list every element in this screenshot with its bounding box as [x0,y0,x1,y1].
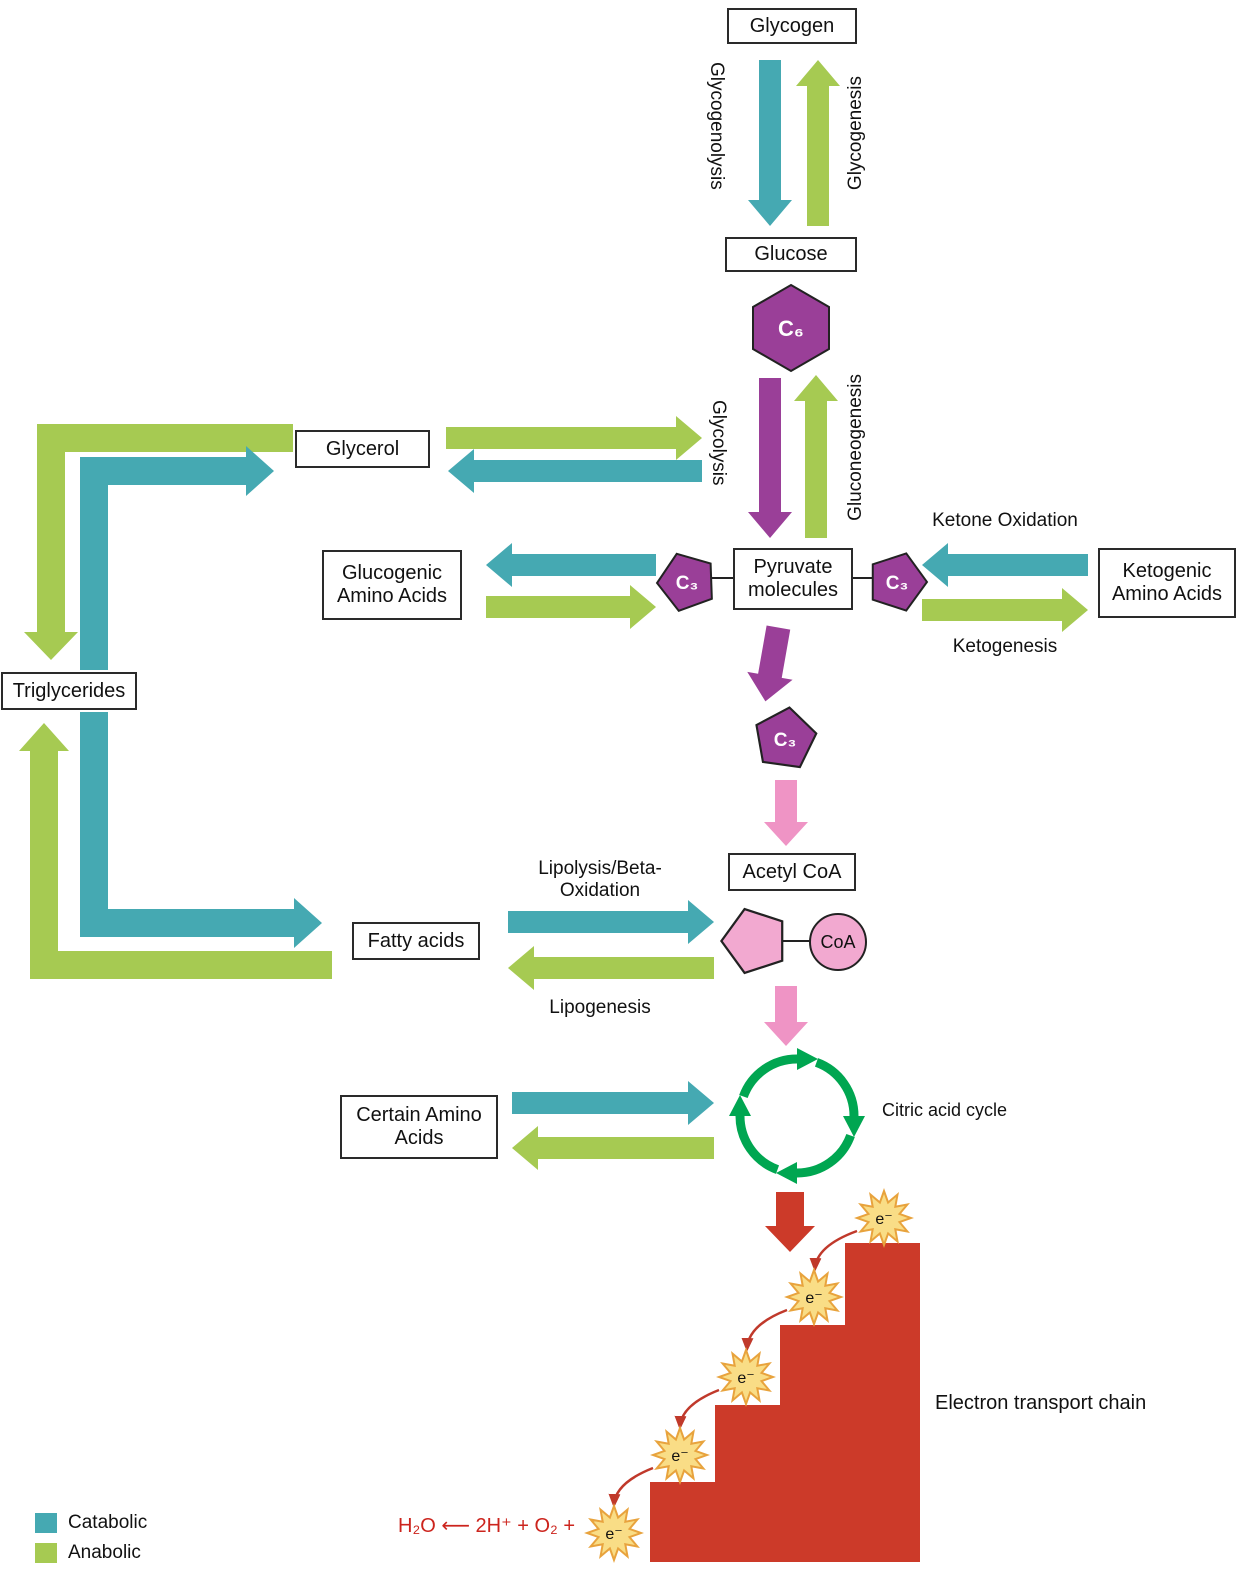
certain-amino-acids-node: Certain Amino Acids [340,1095,498,1159]
glucogenic-to-pyruvate-arrow [486,585,656,629]
lipogenesis-label: Lipogenesis [549,997,651,1018]
c3-left-label: C₃ [676,573,699,594]
citric-arrowhead-4 [729,1095,751,1116]
glycerol-to-triglycerides-arrow [24,424,293,660]
legend-anabolic-label: Anabolic [68,1542,141,1563]
pyruvate-to-glucogenic-arrow [486,543,656,587]
fatty-acids-node: Fatty acids [352,922,480,960]
amino-acids-to-citric-arrow [512,1081,714,1125]
coa-label: CoA [820,932,855,952]
ketogenic-amino-acids-node: Ketogenic Amino Acids [1098,548,1236,618]
to-glycerol-arrow [448,449,702,493]
citric-to-etc-arrow [765,1192,815,1252]
glycogenesis-arrow [796,60,840,226]
anabolic-swatch [35,1543,57,1563]
glucogenic-amino-acids-node: Glucogenic Amino Acids [322,550,462,620]
citric-arc-4 [735,1115,780,1174]
citric-arc-3 [796,1133,855,1178]
acetyl-pentagon [720,907,784,975]
triglycerides-to-fatty-acids-arrow [80,712,322,948]
glycogenesis-label: Glycogenesis [845,76,866,191]
electron-label-3: e⁻ [737,1370,754,1387]
gluconeogenesis-label: Gluconeogenesis [845,374,866,521]
electron-curve-2 [741,1308,788,1352]
citric-acid-cycle-label: Citric acid cycle [882,1100,1008,1120]
c6-label: C₆ [778,316,804,341]
ketone-oxidation-label: Ketone Oxidation [932,510,1078,531]
c3-right-label: C₃ [886,573,909,594]
electron-label-2: e⁻ [805,1290,822,1307]
pyruvate-to-c3-arrow [747,625,793,702]
electron-curve-1 [809,1229,858,1272]
citric-arrowhead-1 [797,1048,818,1070]
citric-arc-1 [739,1054,798,1099]
citric-to-amino-acids-arrow [512,1126,714,1170]
legend-anabolic: Anabolic [35,1542,141,1564]
pyruvate-node: Pyruvate molecules [733,548,853,610]
coa-circle [809,913,867,971]
glycerol-to-glycolysis-arrow [446,416,702,460]
acetyl-coa-to-citric-arrow [764,986,808,1046]
glucose-node: Glucose [725,237,857,272]
c3-to-acetyl-coa-arrow [764,780,808,846]
gluconeogenesis-arrow [794,375,838,538]
fatty-acids-to-triglycerides-arrow [19,723,332,979]
lipogenesis-arrow [508,946,714,990]
electron-label-5: e⁻ [605,1526,622,1543]
legend-catabolic-label: Catabolic [68,1512,148,1533]
ketogenesis-arrow [922,588,1088,632]
glycolysis-label: Glycolysis [708,400,729,486]
etc-equation: H₂O ⟵ 2H⁺ + O₂ + [398,1515,576,1537]
glycogenolysis-arrow [748,60,792,226]
legend-catabolic: Catabolic [35,1512,147,1534]
citric-arrowhead-3 [776,1162,797,1184]
citric-arc-2 [814,1058,859,1117]
electron-curve-3 [674,1388,720,1430]
electron-transport-chain-label: Electron transport chain [935,1392,1147,1414]
glycerol-node: Glycerol [295,430,430,468]
citric-arrowhead-2 [843,1116,865,1137]
ketogenesis-label: Ketogenesis [952,636,1058,657]
glycogen-node: Glycogen [727,8,857,44]
c3-lower-label: C₃ [774,730,797,751]
lipolysis-label: Lipolysis/Beta- Oxidation [538,858,662,901]
glycogenolysis-label: Glycogenolysis [706,62,727,190]
acetyl-coa-node: Acetyl CoA [728,853,856,891]
ketone-oxidation-arrow [922,543,1088,587]
etc-staircase [650,1243,920,1562]
triglycerides-node: Triglycerides [1,672,137,710]
c6-hexagon [752,283,830,373]
glycolysis-arrow [748,378,792,538]
electron-curve-4 [608,1466,654,1508]
electron-label-4: e⁻ [671,1448,688,1465]
catabolic-swatch [35,1513,57,1533]
electron-label-1: e⁻ [875,1211,892,1228]
lipolysis-arrow [508,900,714,944]
triglycerides-to-glycerol-arrow [80,446,274,670]
